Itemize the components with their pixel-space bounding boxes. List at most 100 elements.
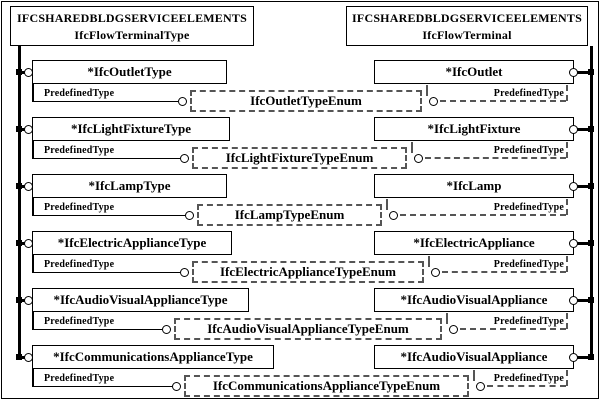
predefinedtype-label: PredefinedType <box>493 145 564 156</box>
dashed-attribute-line <box>440 100 566 102</box>
connector-line <box>577 71 592 74</box>
enum-box: IfcLampTypeEnum <box>197 204 382 226</box>
optional-circle-icon <box>429 96 438 106</box>
bus-junction <box>588 183 594 189</box>
predefinedtype-label: PredefinedType <box>493 202 564 213</box>
attribute-line <box>32 214 185 216</box>
entity-box-left: *IfcElectricApplianceType <box>32 231 232 255</box>
entity-box-left: *IfcAudioVisualApplianceType <box>32 288 249 312</box>
connector-line <box>18 71 26 74</box>
attribute-line <box>32 328 162 330</box>
dashed-attribute-line <box>400 214 566 216</box>
dashed-bracket <box>566 313 568 329</box>
optional-circle-icon <box>389 210 398 220</box>
predefinedtype-label: PredefinedType <box>44 88 115 99</box>
bus-junction <box>588 126 594 132</box>
connector-line <box>577 299 592 302</box>
optional-circle-icon <box>185 210 194 220</box>
bus-junction <box>588 69 594 75</box>
connector-line <box>18 185 26 188</box>
attribute-line <box>32 157 180 159</box>
dashed-attribute-line <box>460 328 566 330</box>
connector-line <box>577 356 592 359</box>
optional-circle-icon <box>449 324 458 334</box>
attribute-line <box>32 255 34 273</box>
predefinedtype-label: PredefinedType <box>44 373 115 384</box>
diagram-row: *IfcLampType PredefinedType IfcLampTypeE… <box>2 172 598 229</box>
dashed-attribute-line <box>442 271 566 273</box>
attribute-line <box>32 271 180 273</box>
enum-box: IfcElectricApplianceTypeEnum <box>192 261 424 283</box>
diagram-row: *IfcCommunicationsApplianceType Predefin… <box>2 343 598 398</box>
attribute-line <box>32 84 34 102</box>
schema-name: IFCSHAREDBLDGSERVICEELEMENTS <box>352 11 582 25</box>
entity-box-right: *IfcLamp <box>374 174 574 198</box>
bus-junction <box>588 354 594 360</box>
attribute-line <box>32 198 34 216</box>
schema-header-right: IFCSHAREDBLDGSERVICEELEMENTS IfcFlowTerm… <box>346 6 588 46</box>
attribute-line <box>32 312 34 330</box>
predefinedtype-label: PredefinedType <box>44 316 115 327</box>
attribute-line <box>32 385 172 387</box>
optional-circle-icon <box>180 267 189 277</box>
connector-line <box>18 128 26 131</box>
connector-line <box>577 128 592 131</box>
connector-line <box>18 356 26 359</box>
dashed-bracket <box>566 142 568 158</box>
dashed-tick <box>411 142 413 153</box>
attribute-line <box>32 141 34 159</box>
bus-junction <box>588 297 594 303</box>
connector-line <box>577 185 592 188</box>
diagram-row: *IfcOutletType PredefinedType IfcOutletT… <box>2 58 598 115</box>
connector-line <box>18 299 26 302</box>
entity-box-right: *IfcAudioVisualAppliance <box>374 288 574 312</box>
entity-box-left: *IfcLampType <box>32 174 227 198</box>
bus-junction <box>588 240 594 246</box>
dashed-tick <box>446 313 448 324</box>
dashed-bracket <box>566 256 568 272</box>
dashed-attribute-line <box>425 157 566 159</box>
schema-name: IFCSHAREDBLDGSERVICEELEMENTS <box>17 11 247 25</box>
dashed-tick <box>473 370 475 381</box>
attribute-line <box>32 100 178 102</box>
schema-header-left: IFCSHAREDBLDGSERVICEELEMENTS IfcFlowTerm… <box>10 6 254 46</box>
dashed-bracket <box>566 85 568 101</box>
optional-circle-icon <box>172 381 181 391</box>
entity-box-left: *IfcOutletType <box>32 60 227 84</box>
diagram-row: *IfcElectricApplianceType PredefinedType… <box>2 229 598 286</box>
optional-circle-icon <box>431 267 440 277</box>
right-bus-line <box>590 46 593 360</box>
entity-box-right: *IfcOutlet <box>374 60 574 84</box>
entity-box-left: *IfcLightFixtureType <box>32 117 230 141</box>
diagram-row: *IfcAudioVisualApplianceType PredefinedT… <box>2 286 598 343</box>
predefinedtype-label: PredefinedType <box>44 259 115 270</box>
predefinedtype-label: PredefinedType <box>44 145 115 156</box>
predefinedtype-label: PredefinedType <box>493 259 564 270</box>
dashed-tick <box>426 85 428 96</box>
predefinedtype-label: PredefinedType <box>493 88 564 99</box>
predefinedtype-label: PredefinedType <box>44 202 115 213</box>
entity-box-right: *IfcAudioVisualAppliance <box>374 345 574 369</box>
predefinedtype-label: PredefinedType <box>493 373 564 384</box>
predefinedtype-label: PredefinedType <box>493 316 564 327</box>
schema-subname: IfcFlowTerminal <box>422 28 512 42</box>
optional-circle-icon <box>180 153 189 163</box>
optional-circle-icon <box>178 96 187 106</box>
optional-circle-icon <box>162 324 171 334</box>
optional-circle-icon <box>476 381 485 391</box>
schema-subname: IfcFlowTerminalType <box>74 28 190 42</box>
dashed-bracket <box>566 199 568 215</box>
connector-line <box>18 242 26 245</box>
enum-box: IfcOutletTypeEnum <box>190 90 422 112</box>
entity-box-right: *IfcLightFixture <box>374 117 574 141</box>
entity-box-right: *IfcElectricAppliance <box>374 231 574 255</box>
dashed-bracket <box>566 370 568 386</box>
connector-line <box>577 242 592 245</box>
optional-circle-icon <box>414 153 423 163</box>
left-bus-line <box>18 46 21 360</box>
dashed-tick <box>386 199 388 210</box>
diagram-row: *IfcLightFixtureType PredefinedType IfcL… <box>2 115 598 172</box>
dashed-tick <box>428 256 430 267</box>
entity-box-left: *IfcCommunicationsApplianceType <box>32 345 274 369</box>
